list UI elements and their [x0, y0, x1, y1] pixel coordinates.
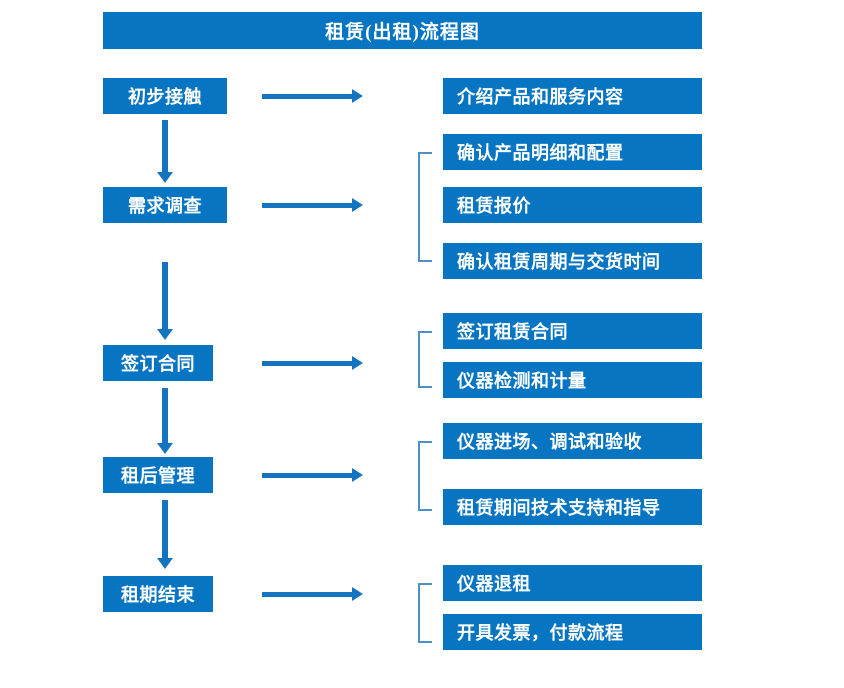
detail-box-仪器退租[interactable]: 仪器退租	[443, 565, 702, 601]
stage-box-租期结束[interactable]: 租期结束	[103, 576, 213, 612]
group-bracket-stage-2	[418, 152, 432, 262]
stage-box-需求调查[interactable]: 需求调查	[103, 187, 227, 223]
arrow-right-icon-stage-5	[262, 587, 363, 601]
arrow-down-icon-stage-2-to-3	[157, 262, 173, 340]
arrow-right-icon-stage-1	[262, 89, 363, 103]
group-bracket-stage-3	[418, 331, 432, 388]
detail-box-租赁期间技术支持和指导[interactable]: 租赁期间技术支持和指导	[443, 489, 702, 525]
detail-box-仪器检测和计量[interactable]: 仪器检测和计量	[443, 362, 702, 398]
detail-box-确认产品明细和配置[interactable]: 确认产品明细和配置	[443, 134, 702, 170]
diagram-title: 租赁(出租)流程图	[103, 12, 702, 49]
group-bracket-stage-4	[418, 441, 432, 511]
arrow-down-icon-stage-4-to-5	[157, 500, 173, 569]
stage-box-租后管理[interactable]: 租后管理	[103, 457, 213, 493]
detail-box-确认租赁周期与交货时间[interactable]: 确认租赁周期与交货时间	[443, 243, 702, 279]
detail-box-开具发票，付款流程[interactable]: 开具发票，付款流程	[443, 614, 702, 650]
arrow-right-icon-stage-2	[262, 198, 363, 212]
stage-box-初步接触[interactable]: 初步接触	[103, 78, 227, 114]
arrow-right-icon-stage-3	[262, 356, 363, 370]
detail-box-租赁报价[interactable]: 租赁报价	[443, 187, 702, 223]
detail-box-介绍产品和服务内容[interactable]: 介绍产品和服务内容	[443, 78, 702, 114]
arrow-right-icon-stage-4	[262, 468, 363, 482]
detail-box-签订租赁合同[interactable]: 签订租赁合同	[443, 313, 702, 349]
arrow-down-icon-stage-1-to-2	[157, 120, 173, 183]
stage-box-签订合同[interactable]: 签订合同	[103, 345, 213, 381]
detail-box-仪器进场、调试和验收[interactable]: 仪器进场、调试和验收	[443, 423, 702, 459]
group-bracket-stage-5	[418, 583, 432, 643]
arrow-down-icon-stage-3-to-4	[157, 388, 173, 454]
